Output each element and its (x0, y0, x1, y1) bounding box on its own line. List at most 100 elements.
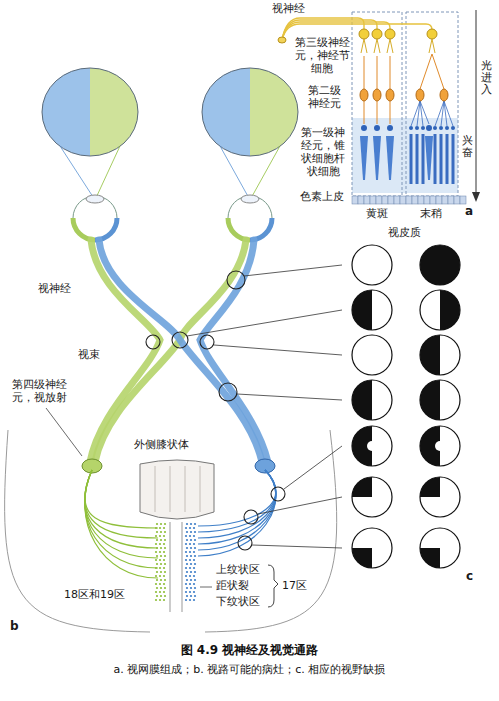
visual-field-outline (420, 528, 460, 568)
cortex-dot (164, 539, 166, 541)
cone-nucleus (374, 125, 380, 131)
cortex-dot (159, 543, 161, 545)
cortex-dot (160, 563, 162, 565)
direction-label: 兴奋 (462, 135, 473, 159)
cortex-dot (155, 527, 157, 529)
cortex-dot (193, 583, 195, 585)
leader-line (214, 345, 342, 355)
pigment-cell (382, 196, 388, 204)
rod-nucleus (433, 126, 437, 130)
cortex-dot (186, 531, 188, 533)
cortex-dot (185, 591, 187, 593)
rod-cell (446, 134, 449, 184)
cortex-dot (194, 571, 196, 573)
visual-field (420, 335, 460, 375)
pigment-cell (358, 196, 364, 204)
cortex-dot (190, 595, 192, 597)
layer-label: 第二级神经元 (306, 84, 342, 110)
cortex-dot (193, 575, 195, 577)
cortex-dot (164, 563, 166, 565)
figure-title: 图 4.9 视神经及视觉通路 (0, 642, 499, 659)
visual-field (352, 335, 392, 375)
lesion-marker (244, 510, 258, 524)
cortex-dot (185, 575, 187, 577)
rod-cell (410, 134, 413, 184)
cortex-dot (189, 551, 191, 553)
brainstem-fold (185, 466, 186, 512)
neurite (390, 56, 391, 89)
cortex-dot (186, 579, 188, 581)
cortex-dot (194, 531, 196, 533)
cortex-dot (155, 583, 157, 585)
lesion-marker (271, 487, 285, 501)
cortex-dot (164, 531, 166, 533)
cortex-dot (160, 587, 162, 589)
pigment-cell (370, 196, 376, 204)
cortex-dot (190, 587, 192, 589)
cortex-dot (189, 583, 191, 585)
layer-label: 第三级神经元，神经节细胞 (294, 36, 350, 75)
cortex-dot (186, 595, 188, 597)
cortex-dot (159, 559, 161, 561)
rod-nucleus (421, 126, 425, 130)
ganglion-cell (385, 29, 395, 39)
dendrite (377, 39, 380, 53)
lesion-marker (238, 536, 252, 550)
neurite (420, 101, 429, 124)
leader-line (252, 545, 342, 548)
cortex-dot (190, 571, 192, 573)
optic-nerve-tip (278, 37, 286, 43)
photoreceptor-layer (352, 118, 458, 193)
cortex-dot (163, 543, 165, 545)
leader-line (200, 587, 212, 588)
rod-nucleus (415, 126, 419, 130)
cortex-dot (193, 543, 195, 545)
lesion-marker (219, 383, 237, 401)
cortex-dot (155, 575, 157, 577)
dendrite (387, 39, 390, 53)
cortex-dot (186, 563, 188, 565)
lesion-marker (200, 335, 214, 349)
cortex-dot (185, 551, 187, 553)
cortex-dot (159, 567, 161, 569)
neurite (441, 101, 444, 126)
dendrite (429, 39, 432, 53)
cortex-dot (190, 555, 192, 557)
nerve-bundle (95, 240, 246, 462)
leader-line (244, 265, 342, 276)
cortex-dot (194, 539, 196, 541)
cortex-dot (164, 587, 166, 589)
neurite (417, 101, 420, 126)
cortex-dot (194, 595, 196, 597)
pigment-cell (394, 196, 400, 204)
cortex-dot (193, 591, 195, 593)
pigment-cell (442, 196, 448, 204)
cortex-dot (159, 527, 161, 529)
cortex-dot (185, 599, 187, 601)
cortex-dot (160, 571, 162, 573)
cortex-dot (193, 559, 195, 561)
visual-field (420, 245, 460, 285)
cortex-dot (189, 559, 191, 561)
eyeball (73, 196, 117, 240)
lesion-marker (172, 332, 188, 348)
cone-nucleus (361, 125, 367, 131)
ganglion-cell (427, 29, 437, 39)
structure-label: 视神经 (272, 2, 305, 15)
leader-line (46, 408, 82, 456)
cortex-dot (164, 555, 166, 557)
bipolar-cell (416, 89, 424, 101)
pigment-cell (448, 196, 454, 204)
cortex-dot (189, 599, 191, 601)
structure-label: 外侧膝状体 (134, 438, 189, 451)
cortex-dot (163, 527, 165, 529)
rod-nucleus (451, 126, 455, 130)
neurite (411, 101, 420, 126)
visual-field (42, 68, 138, 156)
visual-field (352, 426, 392, 466)
visual-field-outline (420, 245, 460, 285)
area-label: 18区和19区 (64, 588, 125, 601)
rod-cell (434, 134, 437, 184)
neurite (377, 56, 378, 89)
visual-field-outline (420, 290, 460, 330)
